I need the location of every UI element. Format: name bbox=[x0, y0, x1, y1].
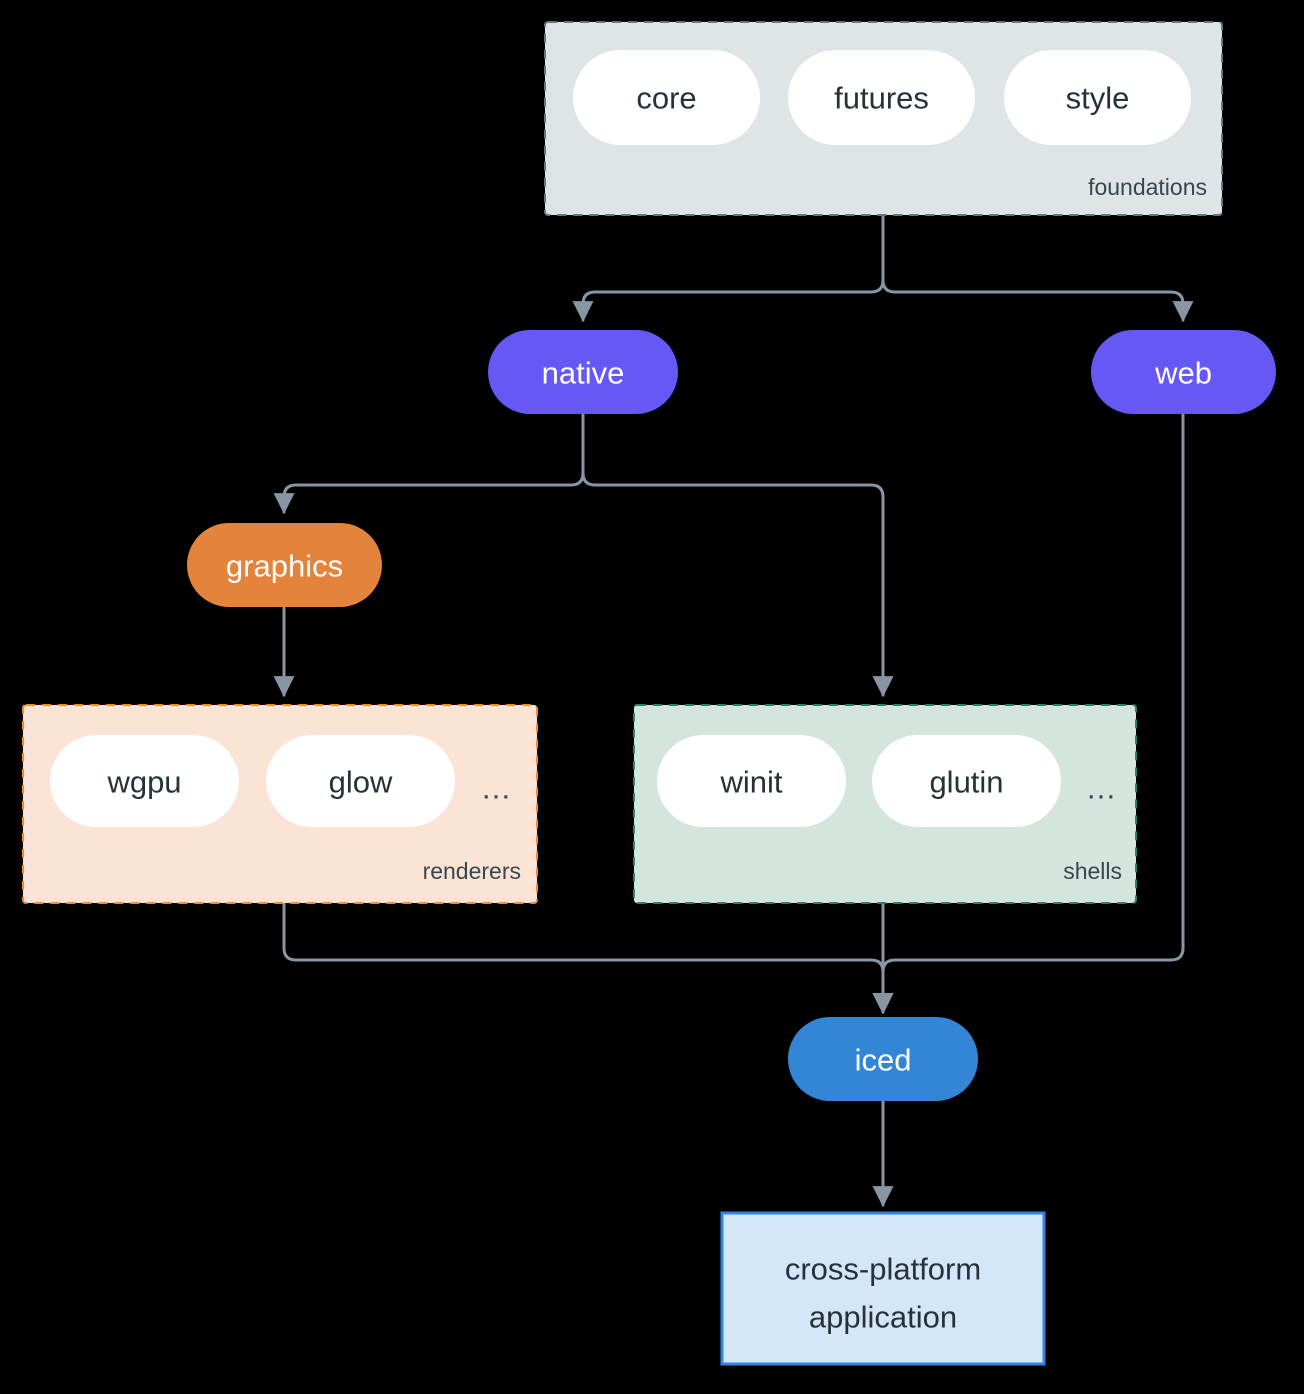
node-web-label: web bbox=[1154, 356, 1212, 391]
node-application-label-line1: cross-platform bbox=[785, 1252, 981, 1287]
node-native-label: native bbox=[542, 356, 625, 391]
node-native[interactable]: native bbox=[488, 330, 678, 414]
node-glow[interactable]: glow bbox=[266, 735, 455, 827]
edge-native-graphics bbox=[273, 411, 585, 515]
edge-layer bbox=[273, 214, 1194, 1208]
edge-foundations-web bbox=[881, 214, 1194, 323]
node-futures-label: futures bbox=[834, 81, 929, 116]
node-graphics-label: graphics bbox=[226, 549, 343, 584]
group-renderers[interactable]: wgpu glow … renderers bbox=[22, 704, 538, 904]
group-renderers-title: renderers bbox=[423, 858, 521, 884]
node-futures[interactable]: futures bbox=[788, 50, 975, 145]
group-shells[interactable]: winit glutin … shells bbox=[633, 704, 1137, 904]
node-web-shape bbox=[1091, 330, 1276, 414]
node-core[interactable]: core bbox=[573, 50, 760, 145]
node-shells-more-label: … bbox=[1086, 771, 1117, 806]
edge-native-shells bbox=[581, 411, 894, 698]
node-wgpu-shape bbox=[50, 735, 239, 827]
node-wgpu-label: wgpu bbox=[106, 765, 181, 800]
group-shells-title: shells bbox=[1063, 858, 1122, 884]
node-glutin-shape bbox=[872, 735, 1061, 827]
node-glutin-label: glutin bbox=[929, 765, 1003, 800]
node-wgpu[interactable]: wgpu bbox=[50, 735, 239, 827]
node-web[interactable]: web bbox=[1091, 330, 1276, 414]
node-glow-shape bbox=[266, 735, 455, 827]
node-iced-shape bbox=[788, 1017, 978, 1101]
edge-renderers-iced bbox=[282, 901, 894, 1015]
node-winit-shape bbox=[657, 735, 846, 827]
node-renderers-more-label: … bbox=[481, 771, 512, 806]
node-iced[interactable]: iced bbox=[788, 1017, 978, 1101]
node-application[interactable]: cross-platform application bbox=[720, 1211, 1046, 1366]
node-futures-shape bbox=[788, 50, 975, 145]
node-application-shape bbox=[720, 1211, 1046, 1366]
edge-foundations-native bbox=[572, 214, 885, 323]
node-iced-label: iced bbox=[855, 1043, 912, 1078]
node-winit[interactable]: winit bbox=[657, 735, 846, 827]
group-foundations[interactable]: core futures style foundations bbox=[544, 21, 1223, 216]
node-winit-label: winit bbox=[719, 765, 782, 800]
node-native-shape bbox=[488, 330, 678, 414]
node-core-label: core bbox=[636, 81, 696, 116]
node-glow-label: glow bbox=[329, 765, 393, 800]
node-graphics-shape bbox=[187, 523, 382, 607]
edge-web-iced bbox=[872, 411, 1185, 1015]
node-style-label: style bbox=[1066, 81, 1130, 116]
node-graphics[interactable]: graphics bbox=[187, 523, 382, 607]
node-core-shape bbox=[573, 50, 760, 145]
node-style-shape bbox=[1004, 50, 1191, 145]
node-style[interactable]: style bbox=[1004, 50, 1191, 145]
node-glutin[interactable]: glutin bbox=[872, 735, 1061, 827]
group-foundations-title: foundations bbox=[1088, 174, 1207, 200]
node-application-label-line2: application bbox=[809, 1300, 957, 1335]
